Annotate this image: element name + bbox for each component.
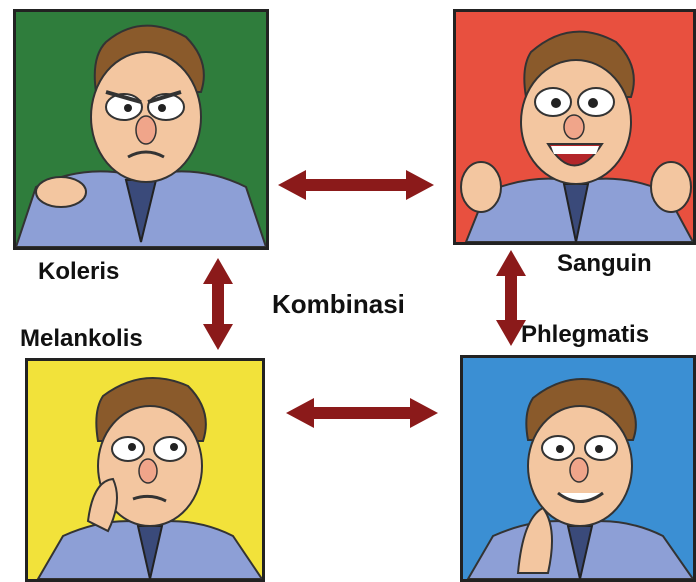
phlegmatis-cartoon-image (463, 358, 693, 579)
arrow-koleris-sanguin (278, 170, 434, 200)
arrow-sanguin-phlegmatis (496, 250, 526, 346)
sanguin-label: Sanguin (557, 250, 652, 277)
sanguin-panel (453, 9, 696, 245)
koleris-cartoon-image (16, 12, 266, 247)
arrow-melankolis-phlegmatis (286, 398, 438, 428)
center-label: Kombinasi (272, 289, 405, 319)
koleris-label: Koleris (38, 258, 120, 285)
phlegmatis-label: Phlegmatis (521, 321, 650, 348)
melankolis-panel (25, 358, 265, 582)
melankolis-cartoon-image (28, 361, 262, 579)
phlegmatis-panel (460, 355, 696, 582)
koleris-panel (13, 9, 269, 250)
arrow-koleris-melankolis (203, 258, 233, 350)
melankolis-label: Melankolis (20, 325, 143, 352)
sanguin-cartoon-image (456, 12, 693, 242)
